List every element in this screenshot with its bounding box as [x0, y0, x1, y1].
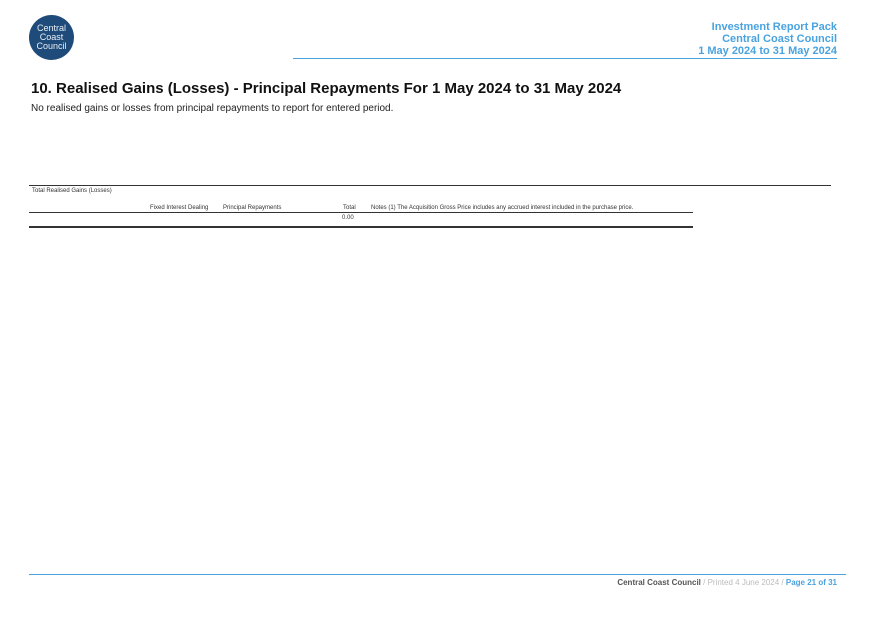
column-principal-repayments: Principal Repayments — [223, 205, 282, 211]
council-logo: Central Coast Council — [29, 15, 74, 60]
table-notes: Notes (1) The Acquisition Gross Price in… — [371, 205, 634, 211]
total-value: 0.00 — [342, 215, 354, 221]
footer-separator: / — [779, 578, 786, 587]
page-title: 10. Realised Gains (Losses) - Principal … — [31, 80, 622, 97]
header-report-name: Investment Report Pack — [711, 21, 837, 33]
footer-page-number: Page 21 of 31 — [785, 578, 837, 587]
page-subtitle: No realised gains or losses from princip… — [31, 103, 394, 114]
table-bottom-divider — [29, 226, 693, 228]
column-total: Total — [343, 205, 356, 211]
table-top-divider — [29, 185, 831, 186]
footer-separator: / — [700, 578, 708, 587]
footer-printed-date: Printed 4 June 2024 — [707, 578, 780, 587]
page-footer: Central Coast Council / Printed 4 June 2… — [617, 578, 837, 587]
logo-line-3: Council — [36, 41, 67, 51]
header-council-name: Central Coast Council — [722, 33, 837, 45]
table-header-divider — [29, 212, 693, 213]
logo-line-2: Coast — [39, 32, 64, 42]
footer-council-name: Central Coast Council — [617, 578, 701, 587]
table-section-label: Total Realised Gains (Losses) — [32, 188, 112, 194]
header-divider — [293, 58, 837, 59]
header-period: 1 May 2024 to 31 May 2024 — [698, 45, 837, 57]
column-fixed-interest-dealing: Fixed Interest Dealing — [150, 205, 209, 211]
footer-divider — [29, 574, 846, 575]
report-header: Investment Report Pack Central Coast Cou… — [698, 21, 837, 57]
logo-line-1: Central — [36, 23, 66, 33]
